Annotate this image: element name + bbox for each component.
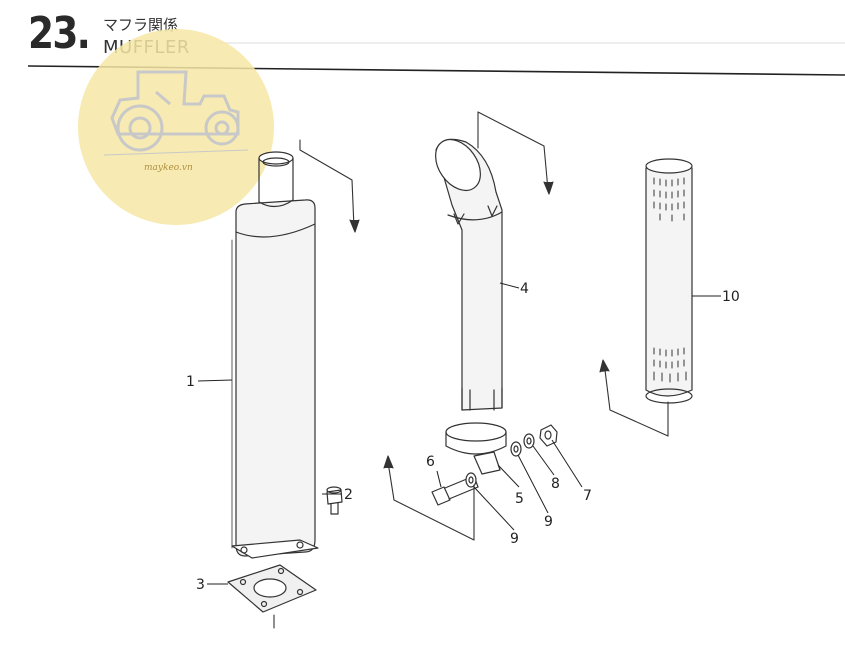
callout-3: 3 bbox=[196, 577, 205, 593]
section-title-japanese: マフラ関係 bbox=[103, 16, 179, 34]
part-9-washer-left bbox=[465, 472, 477, 488]
leader-lines bbox=[197, 282, 721, 585]
part-7-nut bbox=[539, 424, 558, 447]
callout-9-bottom: 9 bbox=[510, 531, 519, 547]
callout-10: 10 bbox=[722, 289, 740, 305]
callout-5: 5 bbox=[515, 491, 524, 507]
callout-9-mid: 9 bbox=[544, 514, 553, 530]
watermark-logo: maykeo.vn bbox=[78, 29, 274, 225]
part-4-exhaust-pipe bbox=[435, 138, 503, 411]
watermark-circle bbox=[78, 29, 274, 225]
part-9-washer-mid bbox=[510, 441, 522, 457]
tractor-icon bbox=[110, 70, 240, 152]
callout-6: 6 bbox=[426, 454, 435, 470]
callout-7: 7 bbox=[583, 488, 592, 504]
part-2-bolt bbox=[326, 486, 343, 515]
assembly-guide-lines bbox=[273, 111, 669, 629]
callout-1: 1 bbox=[186, 374, 195, 390]
part-3-gasket bbox=[227, 564, 317, 613]
callout-8: 8 bbox=[551, 476, 560, 492]
part-10-perforated-pipe bbox=[645, 158, 693, 404]
part-5-clamp bbox=[445, 422, 507, 475]
part-1-muffler bbox=[231, 151, 319, 559]
callout-4: 4 bbox=[520, 281, 529, 297]
watermark-underline bbox=[103, 149, 249, 156]
part-8-lock-washer bbox=[523, 433, 535, 449]
callout-2: 2 bbox=[344, 487, 353, 503]
section-number: 23. bbox=[28, 8, 91, 59]
watermark-text: maykeo.vn bbox=[144, 163, 193, 173]
perforation-holes-bottom bbox=[653, 347, 687, 383]
perforation-holes-top bbox=[653, 177, 685, 222]
part-6-bolt bbox=[431, 475, 479, 506]
